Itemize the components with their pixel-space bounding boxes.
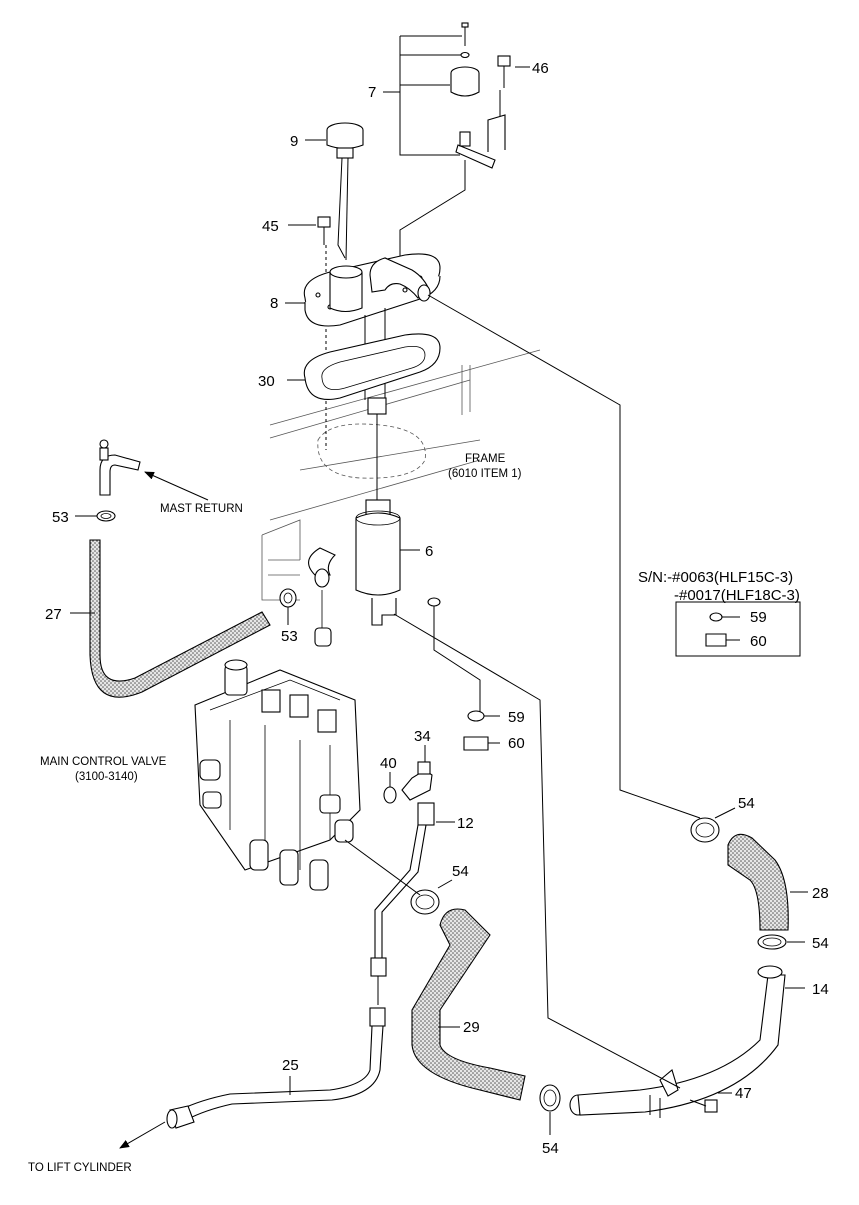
callout-34: 34 (414, 728, 431, 745)
callout-6: 6 (425, 543, 433, 560)
clamp-53 (279, 588, 297, 625)
callout-9: 9 (290, 133, 298, 150)
suction-strainer (355, 414, 420, 626)
bolt-47 (689, 1092, 732, 1113)
hose-27 (89, 539, 271, 698)
callout-54-right: 54 (812, 935, 829, 952)
callout-53-lower: 53 (281, 628, 298, 645)
callout-45: 45 (262, 218, 279, 235)
clamp-54-left (410, 879, 453, 915)
leader-lines (344, 294, 701, 1089)
callout-28: 28 (812, 885, 829, 902)
dipstick (305, 122, 364, 261)
plug-59-60 (427, 597, 500, 751)
main-control-valve (194, 659, 361, 891)
callout-29: 29 (463, 1019, 480, 1036)
callout-60: 60 (508, 735, 525, 752)
hose-29 (411, 908, 526, 1101)
frame-ref-label: (6010 ITEM 1) (448, 468, 522, 480)
callout-59: 59 (508, 709, 525, 726)
callout-60-box: 60 (750, 633, 767, 650)
callout-59-box: 59 (750, 609, 767, 626)
callout-54-top-right: 54 (738, 795, 755, 812)
tank-cover-plate (285, 253, 441, 415)
gasket (287, 333, 441, 400)
serial-number-line-2: -#0017(HLF18C-3) (674, 587, 800, 604)
pipe-12 (370, 802, 455, 977)
clamp-54-bottom (539, 1084, 561, 1135)
mcv-ref-label: (3100-3140) (75, 771, 138, 783)
callout-47: 47 (735, 1085, 752, 1102)
main-control-valve-label: MAIN CONTROL VALVE (40, 756, 167, 768)
callout-25: 25 (282, 1057, 299, 1074)
callout-40: 40 (380, 755, 397, 772)
pipe-14 (569, 965, 805, 1118)
callout-7: 7 (368, 84, 376, 101)
elbow-34 (383, 745, 433, 804)
hose-25 (119, 976, 386, 1149)
callout-8: 8 (270, 295, 278, 312)
breather-cap-assembly (383, 22, 530, 260)
callout-14: 14 (812, 981, 829, 998)
frame-label: FRAME (465, 453, 506, 465)
callout-30: 30 (258, 373, 275, 390)
to-lift-cylinder-label: TO LIFT CYLINDER (28, 1162, 132, 1174)
hose-28-assembly (690, 807, 808, 950)
bolt-45 (288, 216, 331, 245)
callout-53-top: 53 (52, 509, 69, 526)
callout-46: 46 (532, 60, 549, 77)
mast-return-label: MAST RETURN (160, 503, 243, 515)
callout-54-left: 54 (452, 863, 469, 880)
callout-12: 12 (457, 815, 474, 832)
serial-number-line-1: S/N:-#0063(HLF15C-3) (638, 569, 793, 586)
frame-outline (261, 245, 541, 601)
callout-54-bottom: 54 (542, 1140, 559, 1157)
callout-27: 27 (45, 606, 62, 623)
mast-return-fitting (75, 439, 209, 522)
serial-number-box (675, 601, 801, 657)
frame-elbow (308, 547, 336, 647)
